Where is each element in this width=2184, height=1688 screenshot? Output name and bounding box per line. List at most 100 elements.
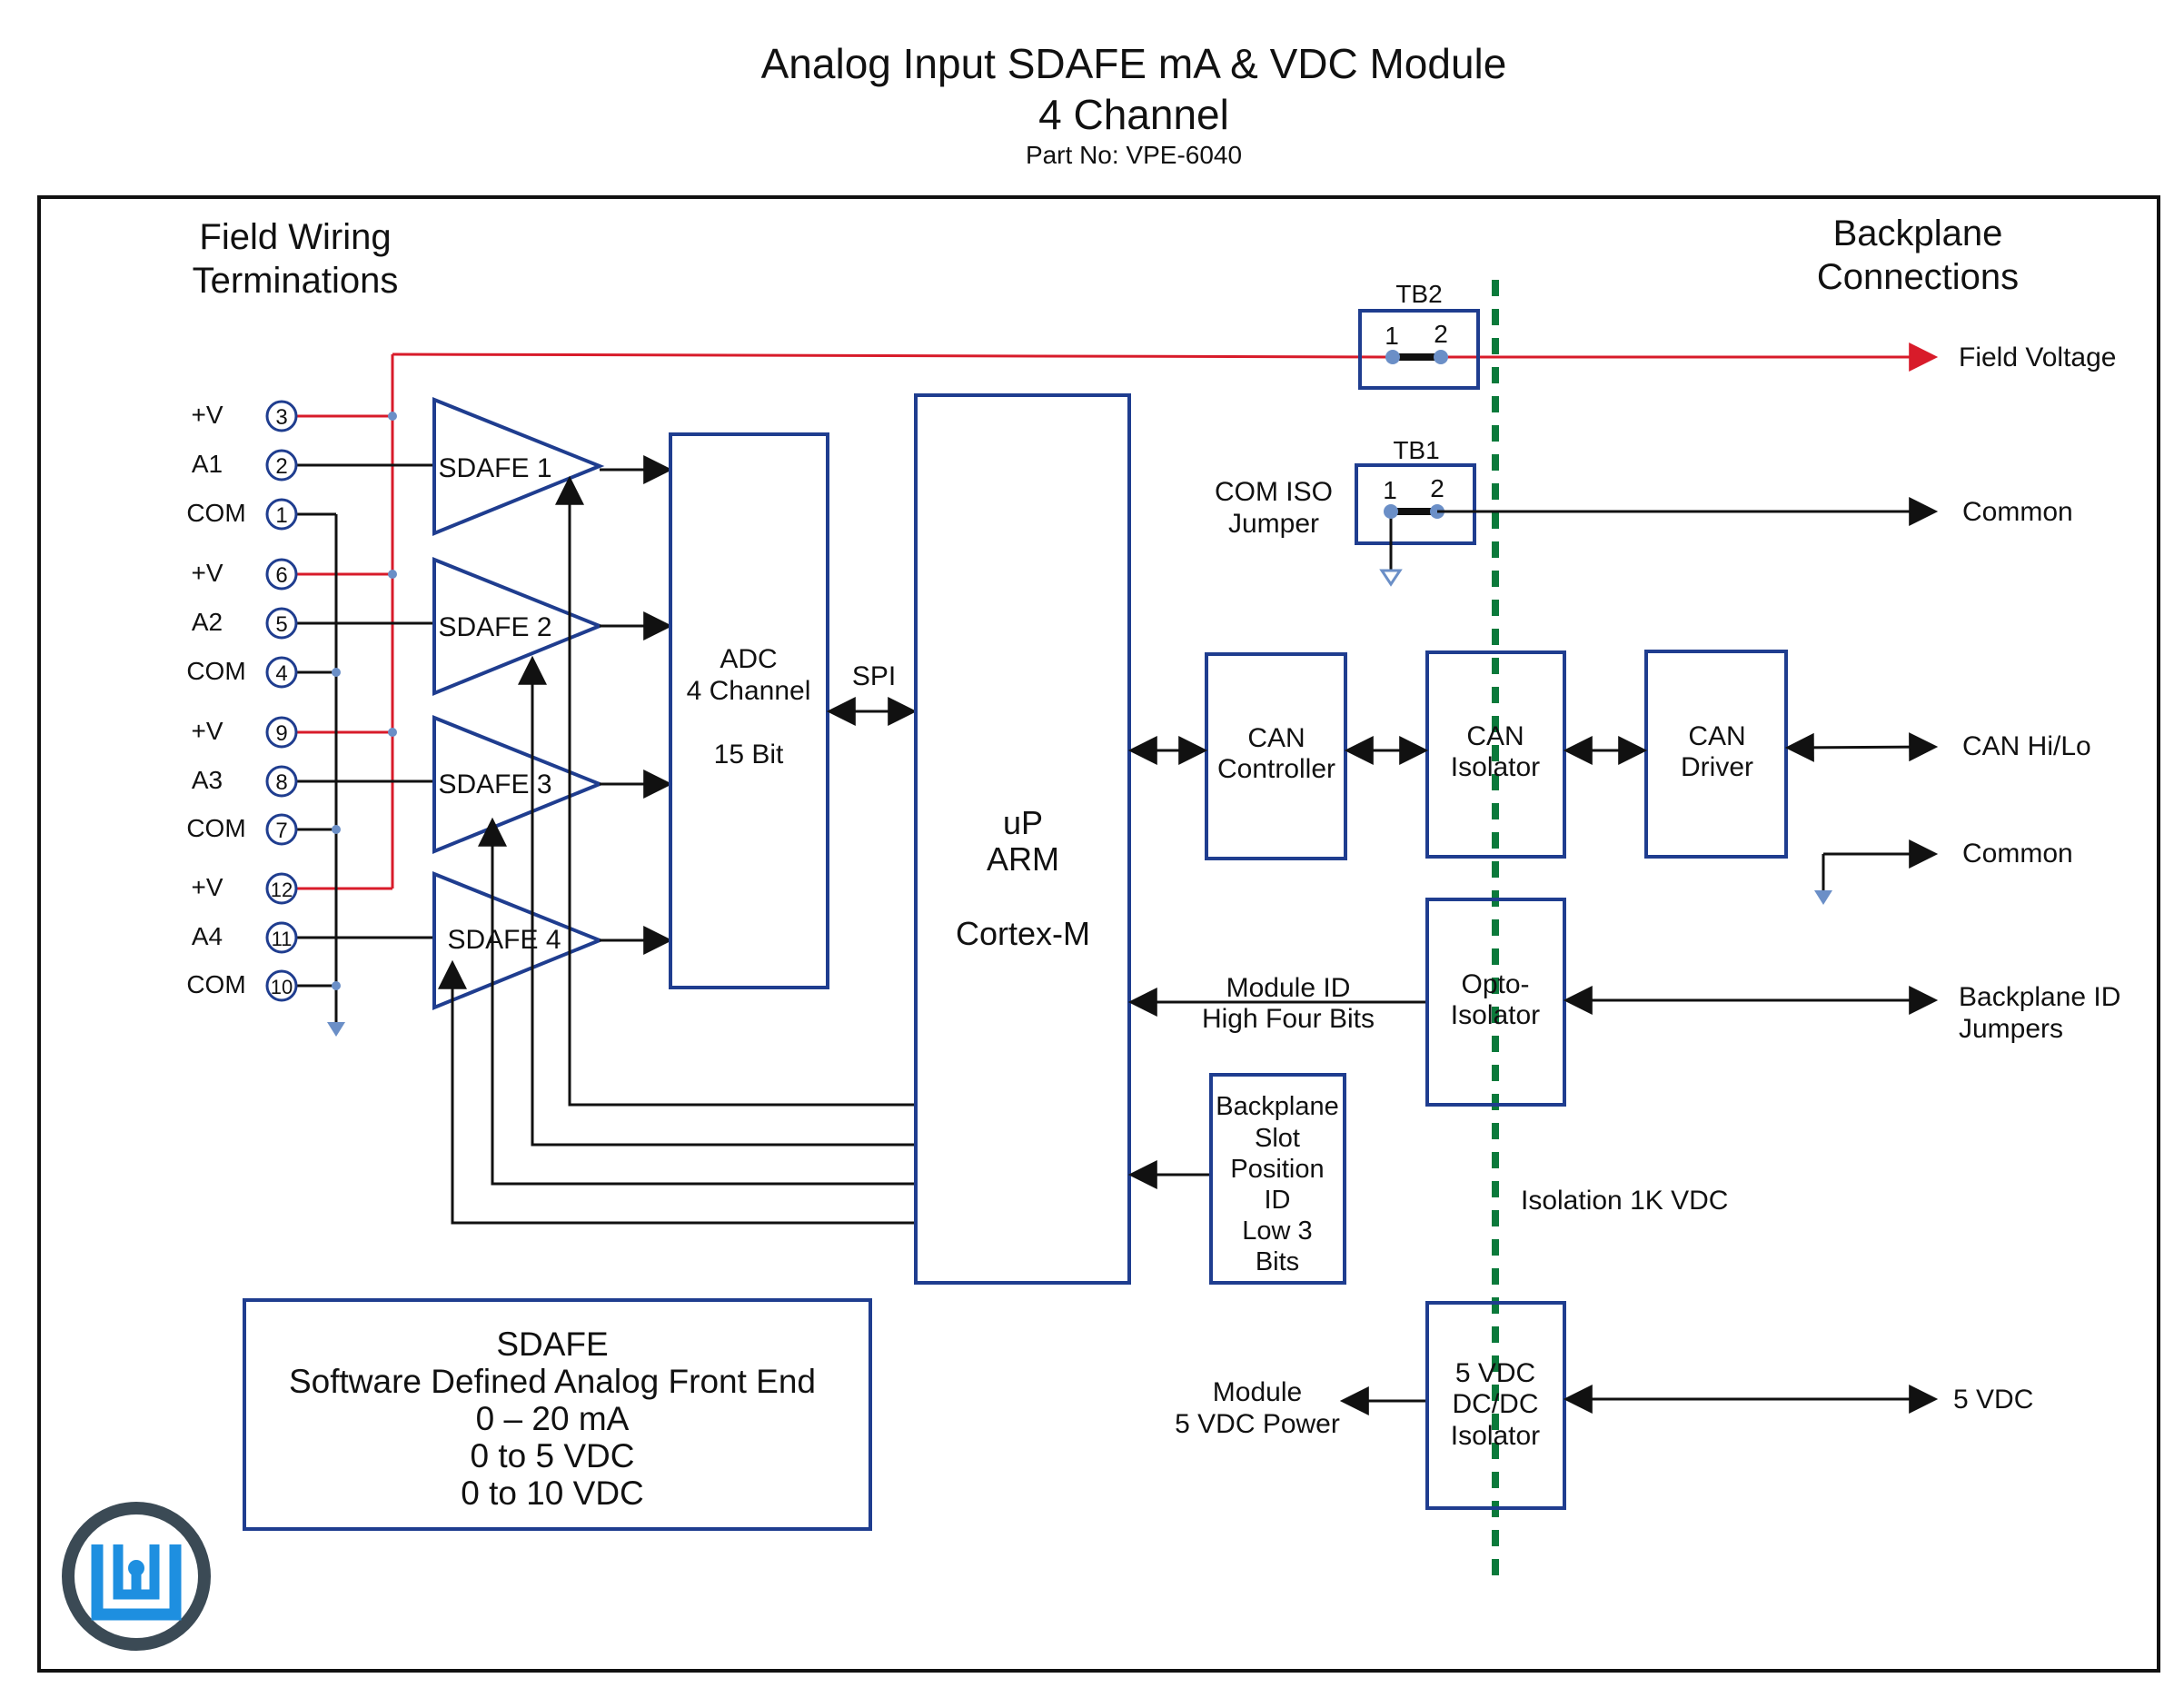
legend-line-1: SDAFE <box>496 1326 608 1363</box>
terminal-number: 2 <box>275 454 287 479</box>
terminal-label: +V <box>191 401 223 429</box>
slot-label-5: Low 3 <box>1242 1216 1312 1246</box>
adc-label-1: ADC <box>720 644 777 674</box>
ground-icon <box>1814 890 1832 905</box>
can-isolator-label-1: CAN <box>1466 721 1524 751</box>
slot-label-6: Bits <box>1256 1247 1299 1276</box>
terminal[interactable]: COM 7 <box>186 813 298 846</box>
terminal-number: 6 <box>275 563 287 588</box>
sdafe-output-arrows <box>600 455 673 955</box>
can-driver-block[interactable]: CAN Driver <box>1644 650 1788 859</box>
terminal-label: COM <box>186 970 245 998</box>
module-power-label-1: Module <box>1213 1377 1302 1407</box>
terminal[interactable]: A3 8 <box>192 765 298 798</box>
sdafe-channel-3[interactable]: SDAFE 3 <box>432 715 605 854</box>
terminal-number: 9 <box>275 721 287 746</box>
up-label-2: ARM <box>987 840 1059 878</box>
5vdc-label: 5 VDC <box>1953 1385 2033 1415</box>
terminal[interactable]: A1 2 <box>192 449 298 482</box>
field-voltage-bus <box>295 343 1939 890</box>
sdafe-label: SDAFE 3 <box>438 770 551 799</box>
terminal[interactable]: +V 3 <box>191 400 298 432</box>
sdafe-label: SDAFE 4 <box>447 925 561 955</box>
backplane-id-label-1: Backplane ID <box>1959 982 2120 1012</box>
backplane-heading-line-1: Backplane <box>1833 213 2003 253</box>
sdafe-label: SDAFE 1 <box>438 453 551 483</box>
tb1-pin-1: 1 <box>1383 476 1397 504</box>
terminal-number: 8 <box>275 770 287 795</box>
dcdc-label-2: DC/DC <box>1453 1389 1539 1419</box>
ground-icon <box>327 1022 345 1037</box>
terminal-number: 10 <box>271 976 293 998</box>
terminal[interactable]: COM 10 <box>186 969 298 1002</box>
legend-line-2: Software Defined Analog Front End <box>289 1363 816 1400</box>
sdafe-label: SDAFE 2 <box>438 612 551 642</box>
terminal[interactable]: A4 11 <box>192 921 298 954</box>
terminal-label: A3 <box>192 766 223 794</box>
field-heading-line-1: Field Wiring <box>199 217 391 257</box>
terminal-label: COM <box>186 499 245 527</box>
tb2-jumper[interactable]: TB2 1 2 <box>1358 280 1480 390</box>
terminal-list: +V 3 A1 2 COM 1 +V 6 A2 5 COM 4 <box>186 400 298 1002</box>
terminal[interactable]: COM 4 <box>186 656 298 689</box>
terminal-label: +V <box>191 717 223 745</box>
tb1-jumper[interactable]: TB1 1 2 <box>1355 436 1476 587</box>
module-id-label-1: Module ID <box>1226 973 1351 1003</box>
backplane-heading-line-2: Connections <box>1817 257 2019 297</box>
tb2-pin-2: 2 <box>1434 320 1448 348</box>
tb1-pin-2: 2 <box>1430 474 1444 502</box>
sdafe-channel-4[interactable]: SDAFE 4 <box>432 871 605 1010</box>
terminal-label: +V <box>191 559 223 587</box>
terminal-number: 4 <box>275 661 287 686</box>
company-logo-icon <box>62 1502 211 1651</box>
terminal[interactable]: +V 6 <box>191 558 298 591</box>
terminal-number: 3 <box>275 405 287 430</box>
terminal[interactable]: +V 12 <box>191 872 298 905</box>
sdafe-legend: SDAFE Software Defined Analog Front End … <box>243 1298 872 1531</box>
com-iso-note-2: Jumper <box>1228 509 1319 539</box>
slot-label-4: ID <box>1265 1186 1291 1215</box>
slot-position-block[interactable]: Backplane Slot Position ID Low 3 Bits <box>1209 1073 1346 1285</box>
opto-isolator-block[interactable]: Opto- Isolator <box>1425 898 1566 1107</box>
can-isolator-block[interactable]: CAN Isolator <box>1425 650 1566 859</box>
terminal-label: +V <box>191 873 223 901</box>
opto-label-1: Opto- <box>1461 969 1529 999</box>
terminal[interactable]: COM 1 <box>186 498 298 531</box>
terminal-label: COM <box>186 657 245 685</box>
title-line-1: Analog Input SDAFE mA & VDC Module <box>761 40 1507 87</box>
sdafe-channel-1[interactable]: SDAFE 1 <box>432 397 605 536</box>
can-driver-label-1: CAN <box>1688 721 1745 751</box>
dcdc-isolator-block[interactable]: 5 VDC DC/DC Isolator <box>1425 1301 1566 1510</box>
legend-line-5: 0 to 10 VDC <box>461 1475 644 1512</box>
common-2-arrow <box>1814 839 1939 905</box>
can-controller-label-1: CAN <box>1247 723 1305 753</box>
terminal-label: A2 <box>192 608 223 636</box>
common-label-2: Common <box>1962 839 2073 869</box>
microprocessor-block[interactable]: uP ARM Cortex-M <box>914 393 1131 1285</box>
adc-block[interactable]: ADC 4 Channel 15 Bit <box>669 432 829 989</box>
terminal[interactable]: A2 5 <box>192 607 298 640</box>
terminal-label: A1 <box>192 450 223 478</box>
terminal-number: 5 <box>275 612 287 637</box>
can-controller-block[interactable]: CAN Controller <box>1205 652 1347 860</box>
field-voltage-label: Field Voltage <box>1959 343 2116 372</box>
sdafe-channel-2[interactable]: SDAFE 2 <box>432 557 605 696</box>
opto-label-2: Isolator <box>1451 1000 1540 1030</box>
common-bus <box>295 512 345 1037</box>
can-hilo-label: CAN Hi/Lo <box>1962 731 2091 761</box>
can-isolator-label-2: Isolator <box>1451 752 1540 782</box>
com-iso-note-1: COM ISO <box>1215 477 1333 507</box>
module-id-label-2: High Four Bits <box>1202 1004 1375 1034</box>
tb2-pin-1: 1 <box>1385 322 1399 350</box>
slot-label-1: Backplane <box>1216 1092 1338 1121</box>
common-label-1: Common <box>1962 497 2073 527</box>
can-controller-label-2: Controller <box>1217 754 1335 784</box>
adc-label-3: 15 Bit <box>714 740 784 770</box>
terminal-label: A4 <box>192 922 223 950</box>
analog-input-wires <box>295 463 434 939</box>
can-link-arrows <box>1127 732 1939 765</box>
terminal[interactable]: +V 9 <box>191 716 298 749</box>
field-heading-line-2: Terminations <box>193 261 399 301</box>
title-line-2: 4 Channel <box>1038 91 1229 138</box>
